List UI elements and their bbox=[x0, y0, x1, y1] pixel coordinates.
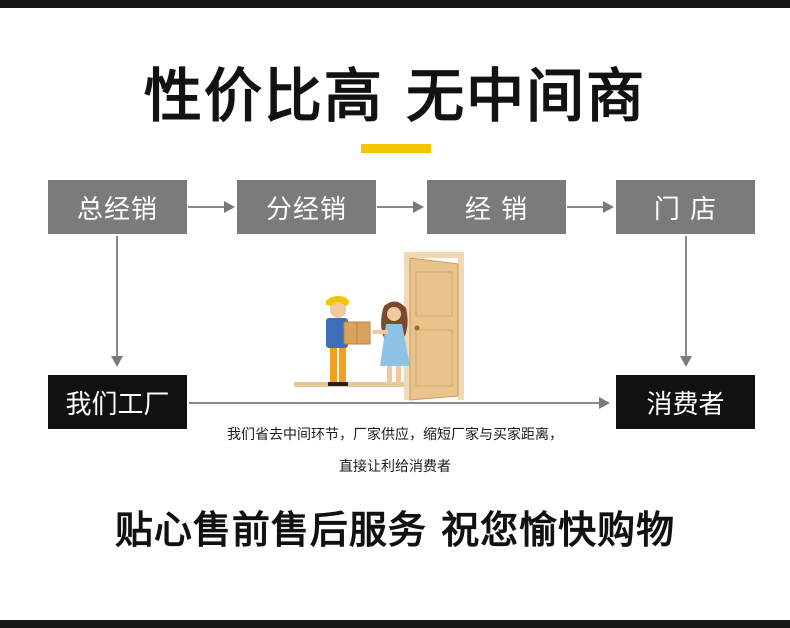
arrow-line-3 bbox=[567, 206, 603, 208]
arrow-line-down-left bbox=[116, 236, 118, 356]
arrow-right-icon bbox=[413, 201, 424, 213]
factory-box: 我们工厂 bbox=[48, 375, 187, 429]
arrow-right-icon bbox=[603, 201, 614, 213]
flow-step-general-distributor: 总经销 bbox=[48, 180, 187, 234]
arrow-right-icon bbox=[599, 397, 610, 409]
top-dark-border bbox=[0, 0, 790, 8]
arrow-down-icon bbox=[680, 356, 692, 367]
footer-slogan: 贴心售前售后服务 祝您愉快购物 bbox=[114, 508, 676, 552]
note-line-1: 我们省去中间环节，厂家供应，缩短厂家与买家距离， bbox=[227, 427, 563, 443]
flow-step-sub-distributor: 分经销 bbox=[237, 180, 376, 234]
arrow-line-2 bbox=[377, 206, 413, 208]
headline: 性价比高 无中间商 bbox=[143, 62, 647, 130]
arrow-line-down-right bbox=[685, 236, 687, 356]
bottom-dark-border bbox=[0, 620, 790, 628]
note-line-2: 直接让利给消费者 bbox=[339, 459, 451, 475]
consumer-box: 消费者 bbox=[616, 375, 755, 429]
arrow-line-direct bbox=[189, 402, 599, 404]
flow-step-store: 门 店 bbox=[616, 180, 755, 234]
arrow-right-icon bbox=[224, 201, 235, 213]
accent-underline bbox=[361, 144, 431, 153]
arrow-line-1 bbox=[188, 206, 224, 208]
delivery-illustration bbox=[294, 252, 464, 401]
arrow-down-icon bbox=[111, 356, 123, 367]
flow-step-distributor: 经 销 bbox=[427, 180, 566, 234]
